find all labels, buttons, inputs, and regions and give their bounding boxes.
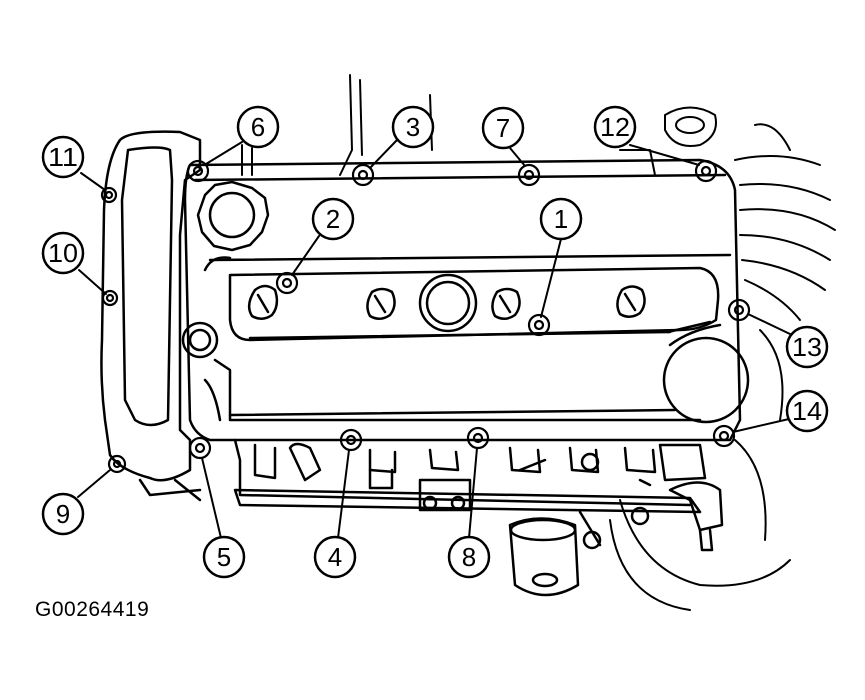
- spark-plug-openings: [247, 273, 646, 333]
- callout-label-10: 10: [48, 238, 78, 268]
- fuel-rail: [233, 438, 724, 552]
- callouts: [41, 105, 829, 579]
- callout-4: [313, 535, 357, 579]
- callout-7: [481, 106, 525, 150]
- leader-lines: [77, 139, 791, 539]
- callout-11: [41, 135, 85, 179]
- bolts: [100, 159, 751, 474]
- callout-13: [785, 325, 829, 369]
- callout-labels: 1 2 3 4 5 6 7 8 9 10 11 12 13 14: [48, 112, 822, 572]
- bolt-12: [694, 159, 718, 183]
- bolt-6: [186, 159, 210, 183]
- valve-cover: [183, 158, 742, 442]
- timing-cover: [100, 130, 202, 502]
- bolt-9: [107, 454, 127, 474]
- cam-boss: [181, 321, 219, 359]
- callout-label-8: 8: [462, 542, 476, 572]
- bolt-3: [351, 163, 375, 187]
- bolt-11: [100, 186, 118, 204]
- callout-label-1: 1: [554, 204, 568, 234]
- callout-3: [391, 105, 435, 149]
- bolt-8: [466, 426, 490, 450]
- callout-label-5: 5: [217, 542, 231, 572]
- callout-label-11: 11: [48, 142, 78, 172]
- callout-label-7: 7: [496, 113, 510, 143]
- oil-filler-cap: [196, 180, 270, 252]
- callout-14: [785, 389, 829, 433]
- bolt-5: [188, 436, 212, 460]
- figure-id: G00264419: [35, 598, 150, 621]
- callout-8: [447, 535, 491, 579]
- bolt-1: [527, 313, 551, 337]
- breather-tube: [662, 320, 750, 424]
- callout-label-13: 13: [792, 332, 822, 362]
- cam-boss-inner: [188, 328, 212, 352]
- callout-9: [41, 492, 85, 536]
- callout-label-6: 6: [251, 112, 265, 142]
- callout-label-2: 2: [326, 204, 340, 234]
- bolt-2: [275, 271, 299, 295]
- callout-1: [539, 197, 583, 241]
- callout-10: [41, 231, 85, 275]
- callout-label-3: 3: [406, 112, 420, 142]
- bolt-13: [727, 298, 751, 322]
- callout-label-12: 12: [600, 112, 630, 142]
- callout-label-9: 9: [56, 499, 70, 529]
- callout-6: [236, 105, 280, 149]
- callout-label-14: 14: [792, 396, 822, 426]
- callout-12: [593, 105, 637, 149]
- bolt-4: [339, 428, 363, 452]
- callout-5: [202, 535, 246, 579]
- oil-filter: [508, 517, 580, 597]
- bolt-14: [712, 424, 736, 448]
- callout-label-4: 4: [328, 542, 342, 572]
- background-lines: [241, 74, 836, 611]
- bolt-10: [101, 289, 119, 307]
- callout-2: [311, 197, 355, 241]
- bolt-7: [517, 163, 541, 187]
